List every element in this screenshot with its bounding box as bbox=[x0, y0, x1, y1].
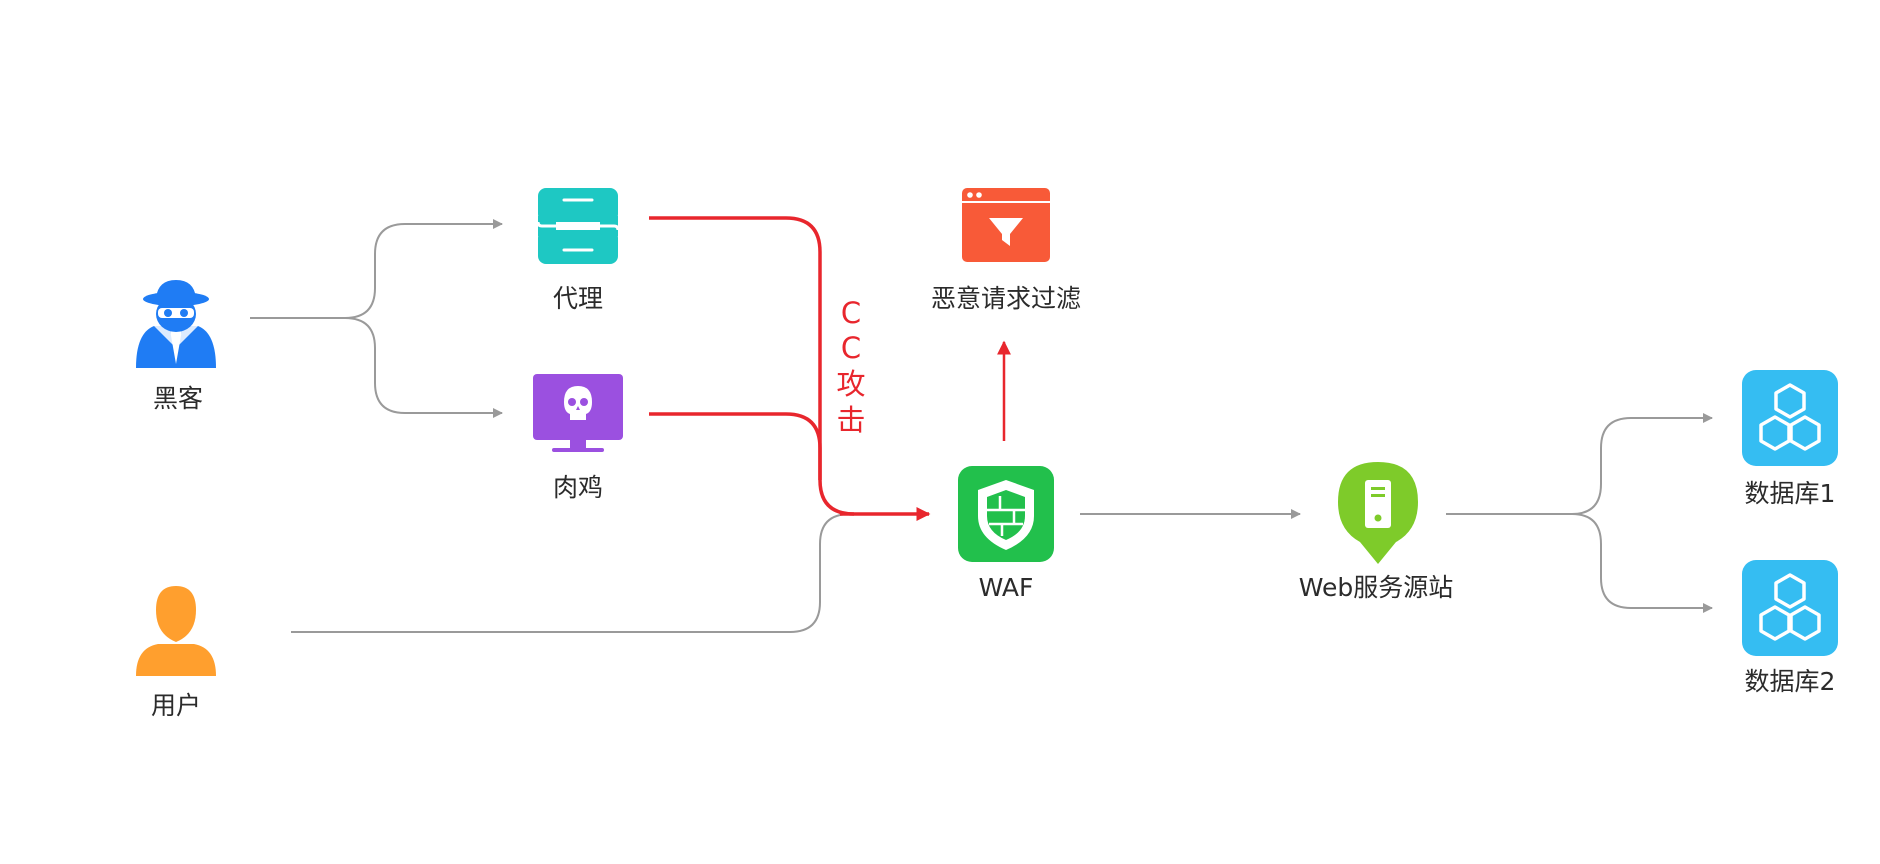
edge-user-to-waf bbox=[291, 513, 910, 633]
edge-hacker-to-proxy bbox=[250, 219, 503, 319]
filter-icon bbox=[962, 188, 1050, 262]
web-server-icon bbox=[1338, 462, 1418, 564]
zombie-label: 肉鸡 bbox=[552, 473, 604, 502]
proxy-label: 代理 bbox=[552, 284, 604, 313]
hacker-icon bbox=[136, 280, 216, 368]
database-2-label: 数据库2 bbox=[1744, 667, 1836, 696]
database-1-label: 数据库1 bbox=[1744, 479, 1836, 508]
web-server-label: Web服务源站 bbox=[1298, 573, 1454, 602]
edge-web-to-db2 bbox=[1571, 513, 1713, 613]
database-1-icon bbox=[1742, 370, 1838, 466]
filter-label: 恶意请求过滤 bbox=[930, 284, 1082, 313]
user-label: 用户 bbox=[150, 691, 202, 720]
edge-hacker-to-zombie bbox=[344, 317, 503, 418]
user-icon bbox=[136, 586, 216, 676]
attack-label-char: C bbox=[840, 296, 862, 330]
proxy-icon bbox=[536, 188, 620, 264]
waf-label: WAF bbox=[978, 573, 1034, 602]
zombie-icon bbox=[533, 374, 623, 452]
waf-shield-icon bbox=[958, 466, 1054, 562]
edge-proxy-attack bbox=[649, 216, 855, 516]
attack-label-char: 击 bbox=[836, 403, 866, 437]
edge-web-to-db1 bbox=[1446, 413, 1713, 515]
edge-zombie-attack bbox=[649, 412, 822, 480]
hacker-label: 黑客 bbox=[152, 384, 204, 413]
database-2-icon bbox=[1742, 560, 1838, 656]
attack-label-char: C bbox=[840, 331, 862, 365]
attack-label-char: 攻 bbox=[836, 367, 866, 401]
